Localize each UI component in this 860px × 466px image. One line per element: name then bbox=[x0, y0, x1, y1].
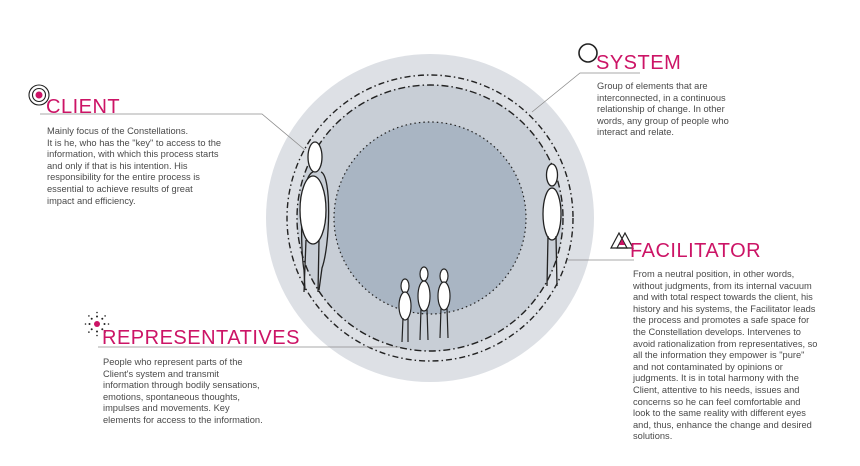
system-title: SYSTEM bbox=[596, 53, 681, 73]
inner-disk bbox=[334, 122, 526, 314]
facilitator-description: From a neutral position, in other words,… bbox=[633, 269, 858, 443]
client-title: CLIENT bbox=[46, 97, 120, 117]
facilitator-title: FACILITATOR bbox=[630, 241, 761, 261]
client-description: Mainly focus of the Constellations. It i… bbox=[47, 126, 277, 207]
system-description: Group of elements that are interconnecte… bbox=[597, 81, 797, 139]
representatives-description: People who represent parts of the Client… bbox=[103, 357, 333, 427]
representatives-title: REPRESENTATIVES bbox=[102, 328, 300, 348]
